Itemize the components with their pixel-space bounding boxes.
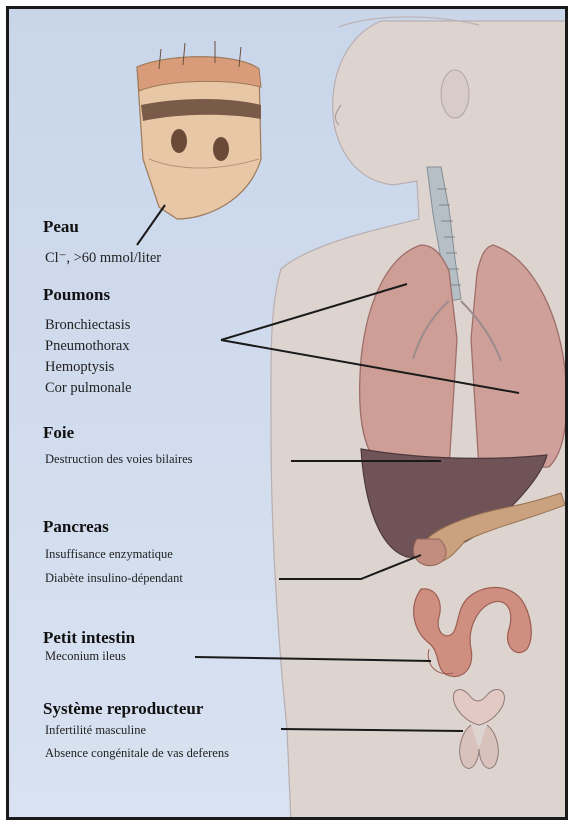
pancreas-heading: Pancreas xyxy=(43,517,109,537)
poumons-list: Bronchiectasis Pneumothorax Hemoptysis C… xyxy=(45,315,132,399)
repro-item: Infertilité masculine xyxy=(45,723,146,738)
pancreas-item: Diabète insulino-dépendant xyxy=(45,571,183,586)
foie-heading: Foie xyxy=(43,423,74,443)
poumons-heading: Poumons xyxy=(43,285,110,305)
diagram-frame: Peau Cl⁻, >60 mmol/liter Poumons Bronchi… xyxy=(6,6,568,820)
poumons-item: Pneumothorax xyxy=(45,336,132,357)
repro-heading: Système reproducteur xyxy=(43,699,203,719)
repro-item: Absence congénitale de vas deferens xyxy=(45,746,229,761)
foie-item: Destruction des voies bilaires xyxy=(45,452,193,467)
poumons-item: Cor pulmonale xyxy=(45,378,132,399)
pancreas-item: Insuffisance enzymatique xyxy=(45,547,173,562)
poumons-item: Hemoptysis xyxy=(45,357,132,378)
ear xyxy=(441,70,469,118)
peau-heading: Peau xyxy=(43,217,79,237)
intestin-item: Meconium ileus xyxy=(45,649,126,664)
duodenum xyxy=(413,539,446,566)
peau-item: Cl⁻, >60 mmol/liter xyxy=(45,250,161,267)
intestin-heading: Petit intestin xyxy=(43,628,135,648)
poumons-item: Bronchiectasis xyxy=(45,315,132,336)
